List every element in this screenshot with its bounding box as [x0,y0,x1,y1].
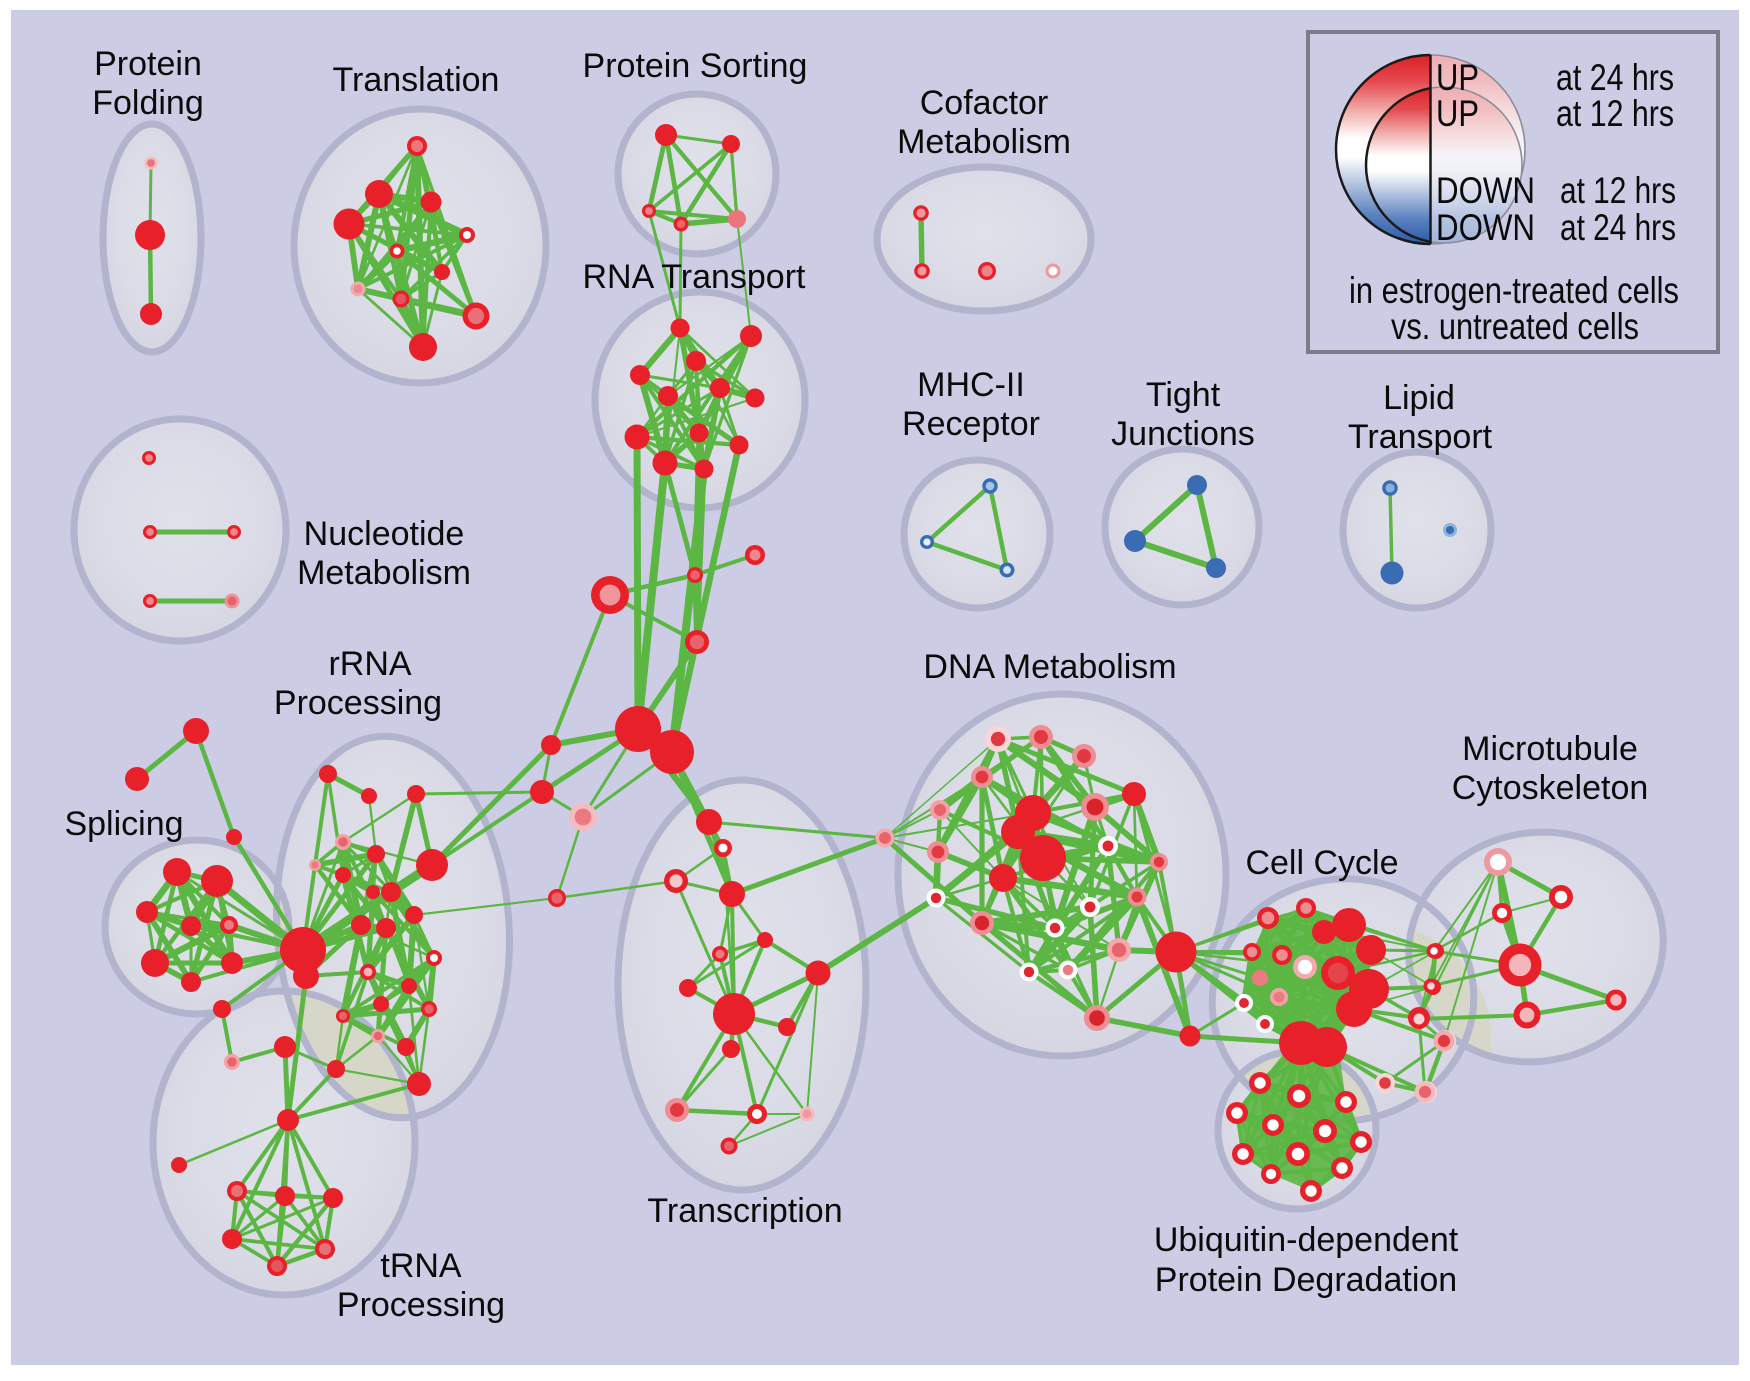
svg-text:at 24 hrs: at 24 hrs [1556,57,1674,98]
svg-text:Protein: Protein [94,45,202,83]
svg-text:UP: UP [1436,93,1479,134]
svg-text:Cell Cycle: Cell Cycle [1245,844,1398,882]
svg-text:rRNA: rRNA [328,645,411,683]
svg-text:Receptor: Receptor [902,405,1040,443]
svg-text:at 12 hrs: at 12 hrs [1560,170,1676,211]
svg-text:vs. untreated cells: vs. untreated cells [1391,306,1639,347]
svg-text:Nucleotide: Nucleotide [304,515,465,553]
svg-text:Processing: Processing [337,1286,505,1324]
svg-text:tRNA: tRNA [380,1247,462,1285]
svg-text:Microtubule: Microtubule [1462,730,1638,768]
svg-text:Processing: Processing [274,684,442,722]
svg-text:Metabolism: Metabolism [897,123,1071,161]
svg-text:Cofactor: Cofactor [920,84,1049,122]
svg-text:Transcription: Transcription [647,1192,842,1230]
svg-text:DOWN: DOWN [1436,207,1535,248]
svg-text:at 12 hrs: at 12 hrs [1556,93,1674,134]
svg-text:Translation: Translation [333,61,500,99]
svg-text:RNA Transport: RNA Transport [583,258,807,296]
svg-text:Lipid: Lipid [1383,379,1455,417]
svg-text:Splicing: Splicing [64,805,183,843]
svg-text:Tight: Tight [1146,376,1221,414]
svg-text:Junctions: Junctions [1111,415,1255,453]
svg-text:Ubiquitin-dependent: Ubiquitin-dependent [1154,1221,1459,1259]
svg-text:UP: UP [1436,57,1479,98]
svg-text:at 24 hrs: at 24 hrs [1560,207,1676,248]
svg-text:Metabolism: Metabolism [297,554,471,592]
svg-text:Cytoskeleton: Cytoskeleton [1452,769,1649,807]
svg-text:MHC-II: MHC-II [917,366,1025,404]
svg-text:Transport: Transport [1348,418,1493,456]
svg-text:Folding: Folding [92,84,204,122]
svg-text:DOWN: DOWN [1436,170,1535,211]
svg-text:Protein Degradation: Protein Degradation [1155,1261,1457,1299]
svg-text:DNA Metabolism: DNA Metabolism [923,648,1176,686]
svg-text:in estrogen-treated cells: in estrogen-treated cells [1349,270,1679,311]
svg-text:Protein Sorting: Protein Sorting [583,47,808,85]
